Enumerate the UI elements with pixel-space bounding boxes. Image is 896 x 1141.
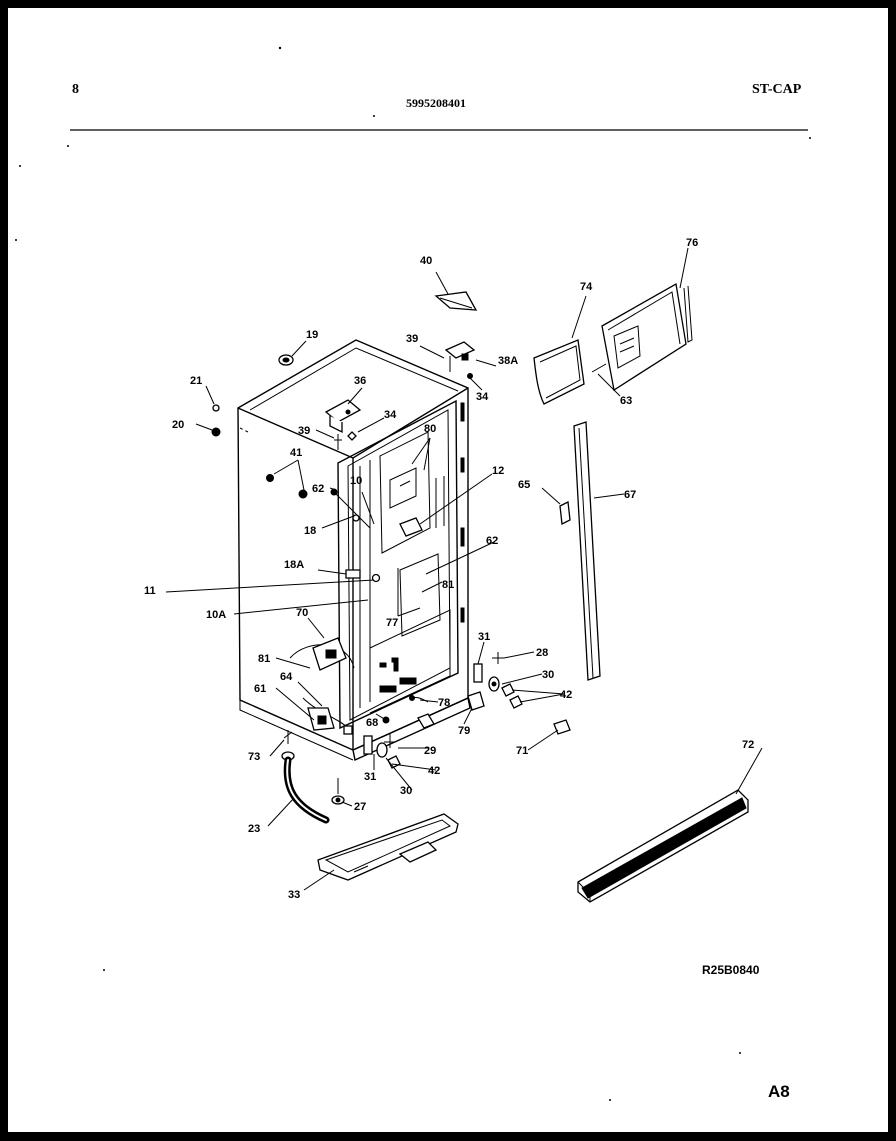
- diagram-id: R25B0840: [702, 963, 760, 977]
- callout-76: 76: [686, 237, 698, 249]
- callout-81-left: 81: [258, 653, 270, 665]
- page-number: 8: [72, 82, 79, 97]
- callout-68: 68: [366, 717, 378, 729]
- corner-code: A8: [768, 1082, 790, 1101]
- callout-79: 79: [458, 725, 470, 737]
- bottom-parts: [281, 713, 459, 881]
- callout-74: 74: [580, 281, 593, 293]
- callout-73: 73: [248, 751, 260, 763]
- callout-28: 28: [536, 647, 548, 659]
- callout-labels: 40 76 74 19 39 38A 34 63 21 36 20 39 34 …: [144, 237, 754, 901]
- callout-62: 62: [312, 483, 324, 495]
- parts-sheet: 8 5995208401 ST-CAP R25B0840 A8: [8, 8, 888, 1132]
- callout-20: 20: [172, 419, 184, 431]
- callout-31: 31: [478, 631, 490, 643]
- callout-81: 81: [442, 579, 454, 591]
- right-side-parts: [409, 421, 749, 903]
- callout-63: 63: [620, 395, 632, 407]
- callout-33: 33: [288, 889, 300, 901]
- door-panels: [533, 282, 693, 405]
- callout-10a: 10A: [206, 609, 226, 621]
- callout-18: 18: [304, 525, 316, 537]
- scan-specks: [15, 46, 811, 1101]
- section-code: ST-CAP: [752, 82, 802, 97]
- callout-80: 80: [424, 423, 436, 435]
- callout-30-lower: 30: [400, 785, 412, 797]
- callout-31-lower: 31: [364, 771, 376, 783]
- callout-40: 40: [420, 255, 432, 267]
- callout-77: 77: [386, 617, 398, 629]
- callout-23: 23: [248, 823, 260, 835]
- callout-12: 12: [492, 465, 504, 477]
- cabinet: [237, 339, 471, 762]
- callout-10: 10: [350, 475, 362, 487]
- callout-11: 11: [144, 585, 156, 597]
- callout-19: 19: [306, 329, 318, 341]
- callout-21: 21: [190, 375, 202, 387]
- callout-67: 67: [624, 489, 636, 501]
- callout-61: 61: [254, 683, 266, 695]
- callout-70: 70: [296, 607, 308, 619]
- callout-39-lower: 39: [298, 425, 310, 437]
- callout-78: 78: [438, 697, 450, 709]
- callout-64: 64: [280, 671, 293, 683]
- callout-72: 72: [742, 739, 754, 751]
- callout-29: 29: [424, 745, 436, 757]
- callout-42-lower: 42: [428, 765, 440, 777]
- callout-18a: 18A: [284, 559, 304, 571]
- callout-36: 36: [354, 375, 366, 387]
- callout-34-lower: 34: [384, 409, 397, 421]
- callout-27: 27: [354, 801, 366, 813]
- callout-41: 41: [290, 447, 302, 459]
- top-hardware: [211, 291, 478, 579]
- callout-34: 34: [476, 391, 489, 403]
- callout-42: 42: [560, 689, 572, 701]
- callout-62-right: 62: [486, 535, 498, 547]
- callout-30: 30: [542, 669, 554, 681]
- exploded-parts-diagram: 40 76 74 19 39 38A 34 63 21 36 20 39 34 …: [15, 46, 811, 1101]
- callout-38a: 38A: [498, 355, 518, 367]
- callout-71: 71: [516, 745, 528, 757]
- model-number: 5995208401: [406, 96, 466, 110]
- leader-lines: [165, 247, 763, 891]
- callout-39: 39: [406, 333, 418, 345]
- callout-65: 65: [518, 479, 530, 491]
